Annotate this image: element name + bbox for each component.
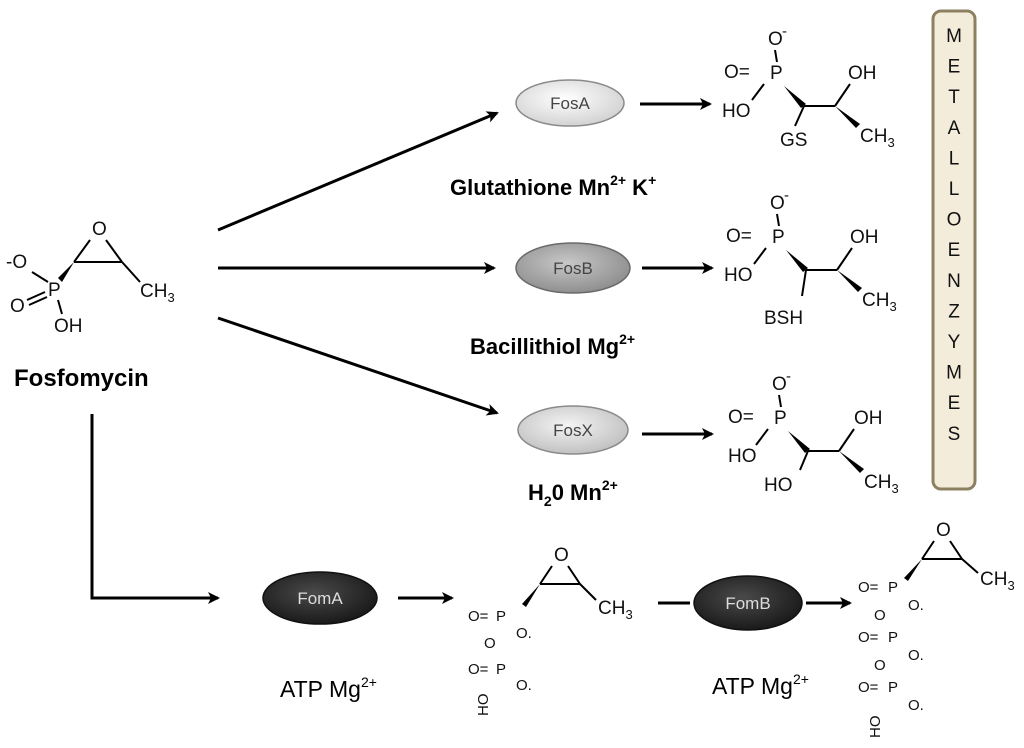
svg-text:O: O	[874, 657, 886, 674]
arrow-to-fosX	[217, 316, 499, 416]
svg-text:CH3: CH3	[598, 598, 633, 622]
svg-text:P: P	[888, 579, 898, 596]
svg-text:-: -	[784, 187, 789, 204]
svg-text:O: O	[768, 29, 783, 50]
svg-text:OH: OH	[854, 408, 883, 429]
product-fomA-structure: O CH3 O= P O. O O= P O. HO	[468, 545, 633, 716]
arrow-to-fomA	[90, 414, 220, 604]
svg-text:P: P	[772, 227, 785, 248]
side-letter: A	[948, 118, 961, 139]
side-letter: Z	[948, 301, 960, 322]
svg-text:HO: HO	[475, 694, 492, 717]
svg-text:O=: O=	[858, 679, 879, 696]
ch3-label: CH3	[140, 281, 175, 305]
svg-text:P: P	[496, 608, 506, 625]
fosB-conditions: Bacillithiol Mg2+	[470, 331, 635, 359]
arrow-to-fosA	[217, 111, 499, 232]
enzyme-fosB: FosB	[515, 242, 631, 294]
svg-text:O.: O.	[908, 697, 924, 714]
enzyme-fosX: FosX	[517, 405, 629, 455]
svg-text:O=: O=	[858, 629, 879, 646]
side-letter: L	[949, 179, 960, 200]
product-fosX-structure: O- O= P HO OH CH3 HO	[728, 368, 899, 496]
svg-text:O: O	[770, 193, 785, 214]
svg-text:O.: O.	[516, 625, 532, 642]
svg-text:GS: GS	[780, 130, 807, 151]
svg-text:-: -	[786, 368, 791, 385]
svg-text:O=: O=	[726, 226, 752, 247]
svg-text:CH3: CH3	[862, 290, 897, 314]
side-letter: E	[948, 393, 961, 414]
side-letter: M	[946, 26, 962, 47]
svg-text:O: O	[874, 607, 886, 624]
fomB-conditions: ATP Mg2+	[712, 671, 809, 699]
svg-text:O=: O=	[728, 407, 754, 428]
svg-text:O: O	[936, 520, 951, 541]
side-letter: E	[948, 240, 961, 261]
svg-text:CH3: CH3	[864, 472, 899, 496]
fosfomycin-structure: O CH3 -O P O OH	[6, 219, 175, 337]
side-letter: L	[949, 148, 960, 169]
fosfomycin-label: Fosfomycin	[14, 365, 149, 392]
svg-text:P: P	[496, 661, 506, 678]
svg-text:-: -	[782, 23, 787, 40]
side-letter: O	[947, 210, 962, 231]
side-letter: Y	[948, 332, 961, 353]
o-minus-label: -O	[6, 252, 27, 273]
svg-text:P: P	[888, 679, 898, 696]
fosB-label: FosB	[553, 259, 593, 278]
svg-text:CH3: CH3	[860, 126, 895, 150]
phosphorus-label: P	[48, 280, 61, 301]
svg-text:O=: O=	[468, 661, 489, 678]
o-double-label: O	[10, 296, 25, 317]
svg-text:BSH: BSH	[764, 308, 803, 329]
svg-text:O: O	[772, 374, 787, 395]
enzyme-fosA: FosA	[515, 79, 625, 127]
svg-text:O=: O=	[724, 62, 750, 83]
side-label-box	[931, 9, 977, 491]
side-letter: S	[948, 424, 961, 445]
side-letter: T	[948, 87, 960, 108]
fosX-label: FosX	[553, 421, 593, 440]
svg-text:HO: HO	[724, 265, 753, 286]
fomB-label: FomB	[725, 594, 770, 613]
side-letter: N	[947, 271, 961, 292]
side-letter: E	[948, 57, 961, 78]
svg-text:P: P	[888, 629, 898, 646]
svg-text:HO: HO	[728, 446, 757, 467]
svg-text:HO: HO	[764, 475, 793, 496]
svg-text:O.: O.	[908, 597, 924, 614]
svg-text:O: O	[554, 545, 569, 566]
svg-text:OH: OH	[848, 63, 877, 84]
svg-text:O=: O=	[468, 608, 489, 625]
svg-text:HO: HO	[867, 716, 884, 739]
enzyme-fomB: FomB	[693, 575, 803, 631]
svg-text:CH3: CH3	[980, 569, 1015, 593]
oh-label: OH	[54, 316, 83, 337]
svg-text:O=: O=	[858, 579, 879, 596]
svg-text:O.: O.	[516, 677, 532, 694]
side-letter: M	[946, 363, 962, 384]
product-fosB-structure: O- O= P HO OH CH3 BSH	[724, 187, 897, 329]
enzyme-fomA: FomA	[262, 571, 378, 625]
fosA-conditions: Glutathione Mn2+ K+	[450, 172, 656, 200]
svg-text:OH: OH	[850, 227, 879, 248]
svg-text:P: P	[774, 408, 787, 429]
fomA-conditions: ATP Mg2+	[280, 674, 377, 702]
svg-text:P: P	[770, 63, 783, 84]
epoxide-oxygen: O	[92, 219, 107, 240]
product-fosA-structure: O- O= P HO OH CH3 GS	[722, 23, 895, 151]
svg-text:HO: HO	[722, 101, 751, 122]
product-fomB-structure: O CH3 O= P O. O O= P O. O O= P O. HO	[858, 520, 1015, 738]
fosX-conditions: H20 Mn2+	[528, 477, 618, 509]
fomA-label: FomA	[297, 589, 343, 608]
svg-text:O.: O.	[908, 647, 924, 664]
fosA-label: FosA	[550, 94, 590, 113]
svg-text:O: O	[484, 635, 496, 652]
